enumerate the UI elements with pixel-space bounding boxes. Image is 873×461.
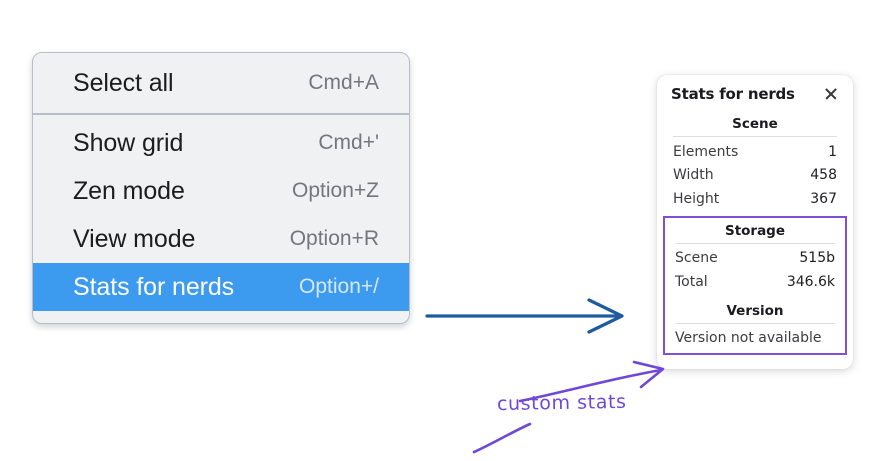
scene-section-heading: Scene bbox=[732, 116, 778, 132]
menu-item-view-mode[interactable]: View mode Option+R bbox=[33, 215, 409, 263]
storage-section-heading: Storage bbox=[724, 222, 786, 239]
section-divider bbox=[673, 136, 837, 137]
menu-item-label: Show grid bbox=[73, 128, 184, 157]
stat-row-storage-scene: Scene 515b bbox=[673, 247, 837, 271]
stat-value: 1 bbox=[828, 143, 837, 160]
stat-label: Width bbox=[673, 167, 714, 184]
stats-panel-header: Stats for nerds bbox=[671, 85, 839, 103]
stat-row-elements: Elements 1 bbox=[671, 140, 839, 164]
stat-label: Scene bbox=[675, 250, 718, 267]
custom-stats-highlight: Storage Scene 515b Total 346.6k Version … bbox=[663, 215, 847, 356]
stat-row-width: Width 458 bbox=[671, 164, 839, 188]
context-menu: Select all Cmd+A Show grid Cmd+' Zen mod… bbox=[32, 52, 410, 324]
menu-item-shortcut: Cmd+A bbox=[308, 71, 379, 94]
stat-label: Elements bbox=[673, 143, 739, 160]
close-icon[interactable] bbox=[823, 86, 839, 102]
blue-arrow-annotation bbox=[425, 298, 624, 334]
menu-item-zen-mode[interactable]: Zen mode Option+Z bbox=[33, 167, 409, 215]
version-note: Version not available bbox=[675, 330, 822, 347]
menu-item-label: Select all bbox=[73, 68, 174, 97]
stat-label: Total bbox=[675, 274, 708, 291]
menu-item-label: View mode bbox=[73, 224, 196, 253]
menu-item-shortcut: Option+Z bbox=[292, 179, 379, 202]
menu-item-shortcut: Option+R bbox=[289, 227, 379, 250]
stats-panel-title: Stats for nerds bbox=[671, 85, 795, 103]
custom-stats-annotation-label: custom stats bbox=[496, 390, 627, 416]
menu-item-select-all[interactable]: Select all Cmd+A bbox=[33, 59, 409, 107]
menu-item-show-grid[interactable]: Show grid Cmd+' bbox=[33, 119, 409, 167]
menu-group-primary: Select all Cmd+A bbox=[33, 53, 409, 113]
section-divider bbox=[675, 242, 835, 244]
stat-value: 346.6k bbox=[786, 274, 835, 291]
stat-value: 515b bbox=[799, 250, 835, 267]
stats-for-nerds-panel: Stats for nerds Scene Elements 1 Width 4… bbox=[657, 75, 853, 370]
stat-row-storage-total: Total 346.6k bbox=[673, 271, 837, 295]
menu-item-label: Stats for nerds bbox=[73, 272, 235, 301]
section-divider bbox=[675, 323, 835, 325]
stat-value: 367 bbox=[810, 191, 837, 208]
purple-underline-annotation bbox=[472, 422, 532, 454]
menu-group-view: Show grid Cmd+' Zen mode Option+Z View m… bbox=[33, 113, 409, 323]
stat-row-height: Height 367 bbox=[671, 188, 839, 212]
version-section-heading: Version bbox=[726, 303, 784, 320]
stat-label: Height bbox=[673, 191, 720, 208]
menu-item-shortcut: Option+/ bbox=[299, 275, 379, 298]
menu-item-label: Zen mode bbox=[73, 176, 185, 205]
menu-item-shortcut: Cmd+' bbox=[318, 131, 379, 154]
menu-item-stats-for-nerds[interactable]: Stats for nerds Option+/ bbox=[33, 263, 409, 311]
stat-value: 458 bbox=[810, 167, 837, 184]
